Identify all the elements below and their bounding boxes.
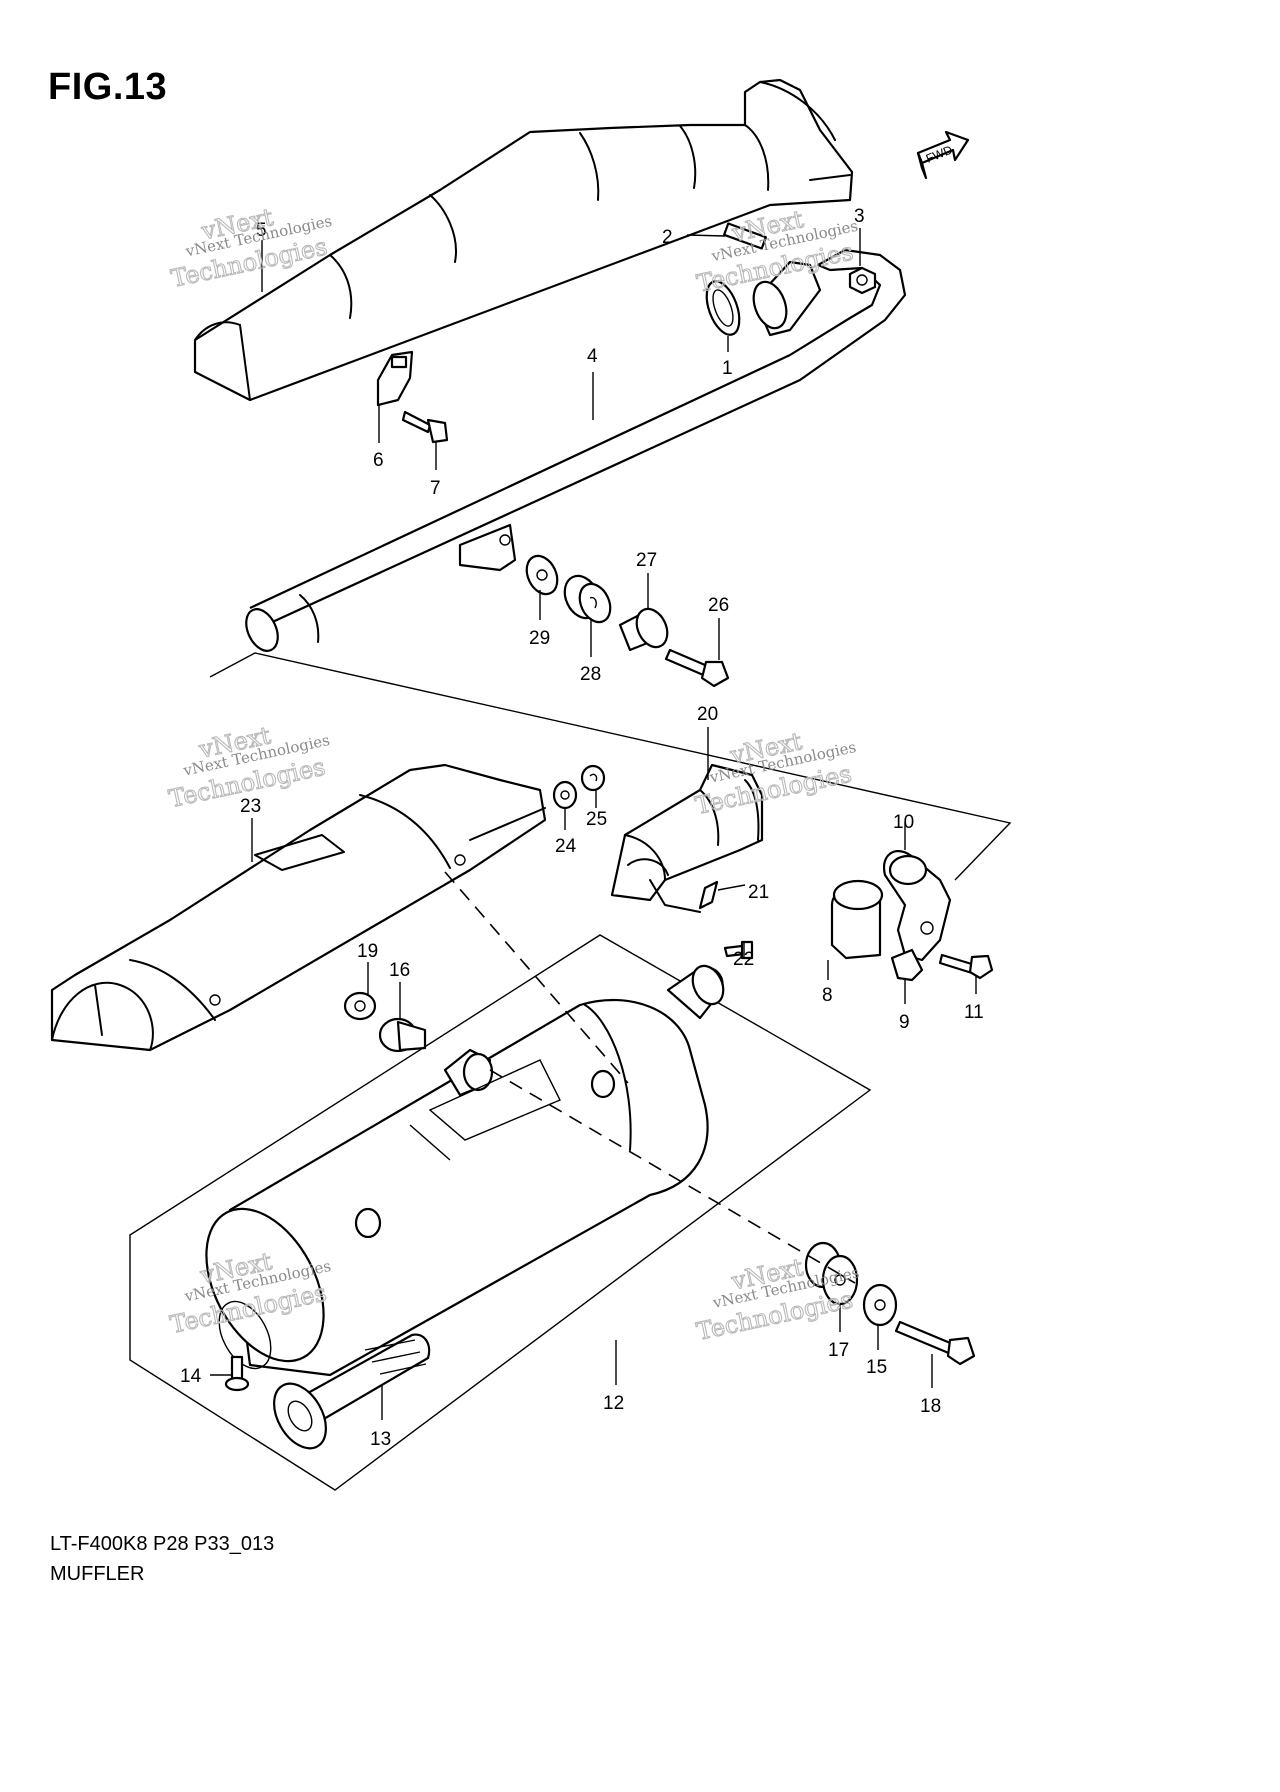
callout-8: 8 [822, 985, 833, 1006]
spacer-9 [890, 948, 924, 982]
gasket-1 [705, 280, 741, 336]
nut-25 [580, 764, 606, 792]
forward-arrow-label: FWD [924, 142, 955, 165]
callout-14: 14 [180, 1366, 202, 1387]
bolt-26 [664, 648, 730, 688]
clip-21 [698, 880, 719, 910]
callout-29: 29 [529, 628, 550, 649]
collar-16 [378, 1017, 427, 1053]
spark-arrester-13 [273, 1333, 431, 1450]
washer-29 [525, 554, 559, 596]
bolt-11 [938, 953, 994, 980]
callout-21: 21 [748, 882, 769, 903]
nut-3 [848, 266, 877, 295]
leader-lines [210, 228, 977, 1420]
callout-22: 22 [733, 949, 754, 970]
bracket-6 [376, 350, 414, 407]
callout-11: 11 [964, 1002, 984, 1023]
heat-shield-muffler [50, 763, 547, 1052]
watermark-group-4: vNext Technologies vNext Technologies [692, 727, 857, 821]
callout-3: 3 [854, 206, 865, 227]
callout-12: 12 [603, 1393, 624, 1414]
clamp-10 [882, 850, 952, 962]
collar-27 [618, 607, 669, 652]
joint-cover-20 [610, 763, 764, 913]
callout-16: 16 [389, 960, 410, 981]
model-code: LT-F400K8 P28 P33_013 [50, 1533, 275, 1555]
alignment-dash-1 [444, 871, 629, 1084]
callout-5: 5 [256, 220, 267, 241]
callout-4: 4 [587, 346, 598, 367]
cushion-28 [563, 574, 612, 624]
callout-27: 27 [636, 550, 657, 571]
assembly-name: MUFFLER [50, 1563, 145, 1585]
callout-2: 2 [662, 227, 673, 248]
assembly-line-upper [209, 652, 1012, 881]
callout-20: 20 [697, 704, 718, 725]
callout-15: 15 [866, 1357, 887, 1378]
bolt-18 [894, 1320, 976, 1366]
alignment-dash-2 [489, 1069, 856, 1284]
callout-labels: 5 2 3 1 4 6 7 29 28 27 26 20 23 24 25 21… [180, 206, 984, 1450]
callout-13: 13 [370, 1429, 391, 1450]
sleeve-8 [830, 879, 884, 960]
bolt-14 [224, 1355, 250, 1392]
callout-10: 10 [893, 812, 914, 833]
muffler-body [205, 964, 725, 1377]
callout-6: 6 [373, 450, 384, 471]
exhaust-pipe [245, 248, 907, 652]
muffler-assembly-box [129, 934, 872, 1491]
cushion-17 [804, 1241, 859, 1306]
callout-28: 28 [580, 664, 601, 685]
callout-7: 7 [430, 478, 441, 499]
callout-1: 1 [722, 358, 733, 379]
flange-2 [723, 222, 822, 337]
forward-arrow-icon: FWD [916, 130, 970, 180]
callout-25: 25 [586, 809, 607, 830]
washer-24 [552, 780, 578, 810]
callout-18: 18 [920, 1396, 941, 1417]
callout-24: 24 [555, 836, 577, 857]
callout-26: 26 [708, 595, 729, 616]
callout-23: 23 [240, 796, 261, 817]
heat-shield-upper [193, 78, 854, 402]
callout-17: 17 [828, 1340, 849, 1361]
nut-19 [343, 991, 377, 1021]
figure-title: FIG.13 [48, 66, 168, 108]
callout-9: 9 [899, 1012, 910, 1033]
callout-19: 19 [357, 941, 378, 962]
washer-15 [862, 1283, 898, 1327]
bolt-7 [401, 410, 449, 444]
